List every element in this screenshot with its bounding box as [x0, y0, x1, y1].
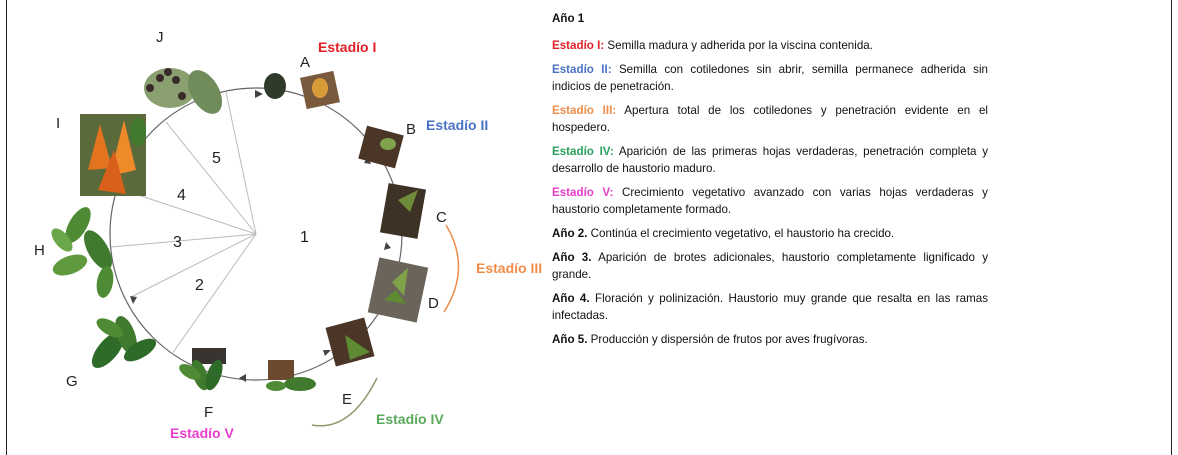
letter-c: C [436, 209, 447, 226]
photo-i-flowering [80, 114, 146, 196]
legend-label: Estadío II: [552, 63, 612, 76]
letter-j: J [156, 29, 164, 46]
year-label: Año 5. [552, 333, 588, 346]
photo-b-seedling [358, 125, 404, 169]
legend-item-stage3: Estadío III: Apertura total de los cotil… [552, 102, 988, 136]
letter-g: G [66, 373, 78, 390]
year-text: Producción y dispersión de frutos por av… [590, 333, 868, 346]
photo-d-seedling [367, 257, 429, 323]
sector-4: 4 [177, 187, 186, 204]
stage4-bracket [311, 377, 378, 427]
year-text: Aparición de brotes adicionales, haustor… [552, 251, 988, 281]
sector-2: 2 [195, 277, 204, 294]
legend-item-year5: Año 5. Producción y dispersión de frutos… [552, 331, 988, 348]
stage4-label: Estadío IV [376, 411, 444, 427]
legend-item-year2: Año 2. Continúa el crecimiento vegetativ… [552, 225, 988, 242]
legend-item-year3: Año 3. Aparición de brotes adicionales, … [552, 249, 988, 283]
stage3-label: Estadío III [476, 260, 542, 276]
year1-heading: Año 1 [552, 12, 585, 25]
sector-5: 5 [212, 150, 221, 167]
letter-i: I [56, 115, 60, 132]
legend-item-stage5: Estadío V: Crecimiento vegetativo avanza… [552, 184, 988, 218]
year-label: Año 4. [552, 292, 590, 305]
legend-label: Estadío III: [552, 104, 617, 117]
photo-c-seedling [379, 183, 427, 239]
year-text: Continúa el crecimiento vegetativo, el h… [590, 227, 895, 240]
cycle-arrows [130, 90, 391, 382]
sector-3: 3 [173, 234, 182, 251]
legend-item-stage1: Estadío I: Semilla madura y adherida por… [552, 37, 988, 54]
legend-label: Estadío V: [552, 186, 614, 199]
legend-text: Crecimiento vegetativo avanzado con vari… [552, 186, 988, 216]
photo-j-fruiting [144, 68, 223, 114]
letter-d: D [428, 295, 439, 312]
legend-text: Semilla madura y adherida por la viscina… [607, 39, 873, 52]
photo-g-plant [91, 315, 157, 369]
legend-label: Estadío I: [552, 39, 605, 52]
figure-frame [6, 0, 1172, 455]
stage1-label: Estadío I [318, 39, 376, 55]
year-text: Floración y polinización. Haustorio muy … [552, 292, 988, 322]
photo-h-plant [51, 207, 114, 298]
stage-legend: Año 1 Estadío I: Semilla madura y adheri… [552, 10, 988, 355]
legend-label: Estadío IV: [552, 145, 614, 158]
photo-f-plant [179, 348, 226, 391]
legend-item-stage2: Estadío II: Semilla con cotiledones sin … [552, 61, 988, 95]
letter-e: E [342, 391, 352, 408]
photo-e-seedling [325, 317, 375, 367]
year-label: Año 3. [552, 251, 592, 264]
legend-text: Aparición de las primeras hojas verdader… [552, 145, 988, 175]
letter-a: A [300, 54, 310, 71]
letter-f: F [204, 404, 213, 421]
stage5-label: Estadío V [170, 425, 234, 441]
stage2-label: Estadío II [426, 117, 488, 133]
year-label: Año 2. [552, 227, 588, 240]
life-cycle-diagram: 1 2 3 4 5 [34, 29, 542, 441]
photo-e2-plant [266, 360, 316, 391]
photo-a-seed [264, 70, 340, 110]
sector-lines [110, 91, 257, 355]
letter-b: B [406, 121, 416, 138]
legend-text: Apertura total de los cotiledones y pene… [552, 104, 988, 134]
legend-text: Semilla con cotiledones sin abrir, semil… [552, 63, 988, 93]
stage3-bracket [443, 224, 460, 313]
sector-1: 1 [300, 229, 309, 246]
legend-item-year4: Año 4. Floración y polinización. Haustor… [552, 290, 988, 324]
letter-h: H [34, 242, 45, 259]
legend-item-stage4: Estadío IV: Aparición de las primeras ho… [552, 143, 988, 177]
